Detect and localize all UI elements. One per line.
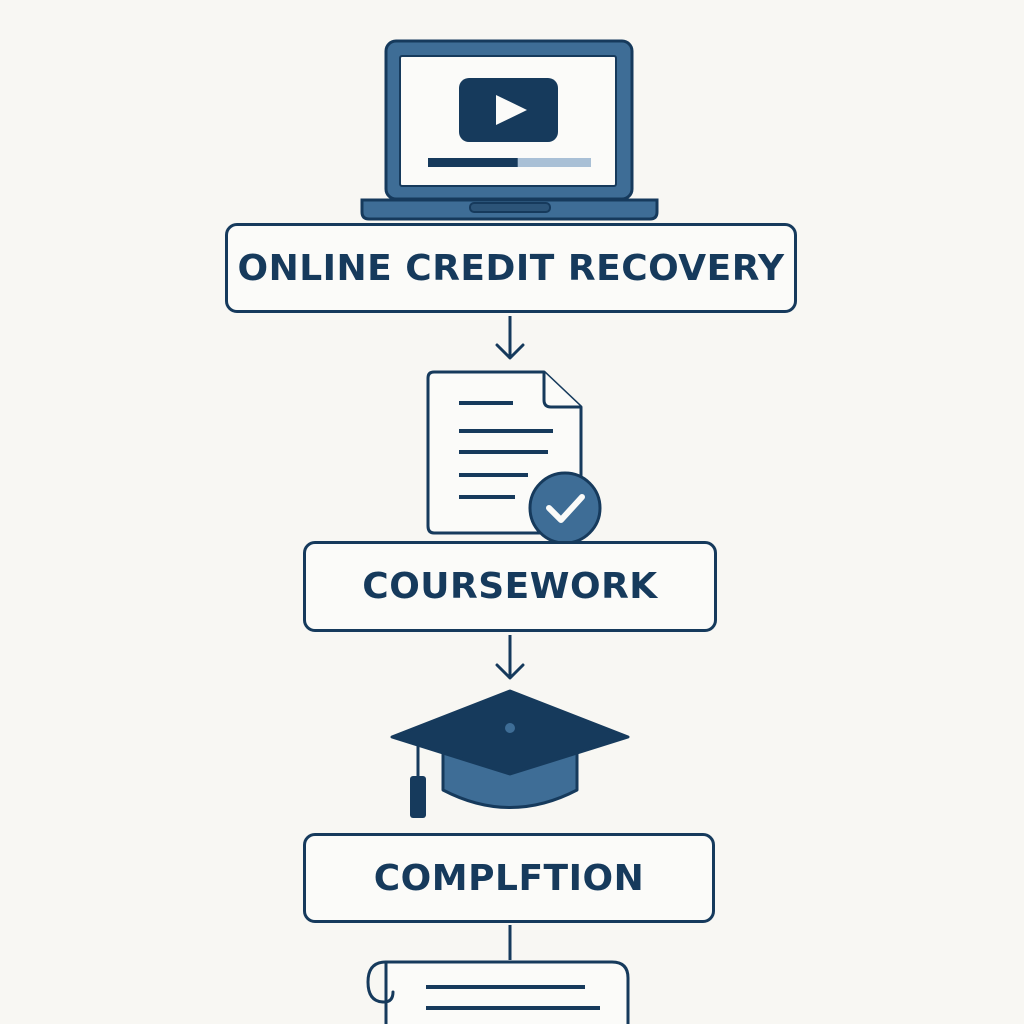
arrow-down-1 xyxy=(495,316,525,360)
arrow-down-2 xyxy=(495,635,525,680)
step-label: COURSEWORK xyxy=(362,566,658,607)
laptop-video-icon xyxy=(360,39,659,221)
step-box-online-credit-recovery: ONLINE CREDIT RECOVERY xyxy=(225,223,797,313)
diploma-scroll-icon xyxy=(366,960,630,1024)
step-box-coursework: COURSEWORK xyxy=(303,541,717,632)
graduation-cap-icon xyxy=(390,689,630,818)
tassel-icon xyxy=(410,776,426,818)
step-box-completion: COMPLFTION xyxy=(303,833,715,923)
step-label: COMPLFTION xyxy=(373,857,645,899)
step-label: ONLINE CREDIT RECOVERY xyxy=(237,247,785,289)
check-badge-icon xyxy=(528,471,602,545)
document-check-icon xyxy=(426,370,602,545)
video-progress-fill xyxy=(428,158,518,167)
